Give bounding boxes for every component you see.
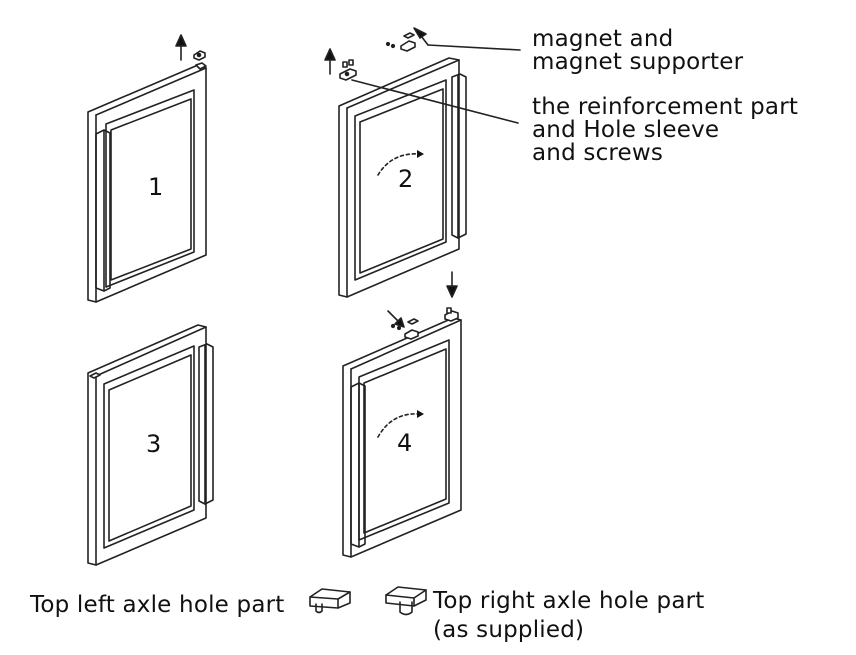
door-number-2: 2 bbox=[398, 165, 414, 193]
door-2-frame bbox=[338, 57, 460, 298]
door-1-handle bbox=[95, 129, 111, 292]
up-arrow-icon bbox=[175, 34, 187, 61]
hinge-pin-icon bbox=[444, 307, 459, 322]
door-4-glass-inner bbox=[363, 348, 447, 534]
magnet-label-line1: magnet and bbox=[532, 26, 674, 52]
legend-top-right-line1: Top right axle hole part bbox=[433, 588, 705, 614]
door-number-4: 4 bbox=[397, 429, 413, 457]
magnet-label-line2: magnet supporter bbox=[532, 49, 744, 75]
top-right-axle-hole-icon bbox=[385, 586, 427, 616]
magnet-icon bbox=[387, 310, 419, 340]
top-left-axle-hole-icon bbox=[309, 588, 351, 614]
door-1-glass-inner bbox=[110, 98, 192, 281]
reinforcement-label-line3: and screws bbox=[532, 140, 664, 166]
door-2-handle bbox=[451, 73, 467, 239]
door-2 bbox=[338, 57, 467, 298]
door-number-3: 3 bbox=[146, 430, 162, 458]
reinforcement-label-line1: the reinforcement part bbox=[532, 94, 799, 120]
down-arrow-icon bbox=[446, 271, 458, 298]
door-1-glass-outer bbox=[105, 89, 195, 288]
door-1-hinge bbox=[195, 62, 207, 70]
door-4-handle bbox=[350, 382, 366, 548]
legend-top-right-line2: (as supplied) bbox=[433, 617, 585, 643]
swing-arrow-2 bbox=[377, 153, 421, 176]
reinforcement-part-icon bbox=[339, 59, 357, 81]
door-3-handle bbox=[198, 343, 214, 505]
door-3-glass-outer bbox=[103, 345, 195, 549]
door-1 bbox=[87, 62, 207, 303]
reinforcement-leader-line bbox=[351, 79, 519, 124]
magnet-icon bbox=[385, 27, 429, 52]
swing-arrow-4 bbox=[377, 413, 421, 438]
door-4 bbox=[342, 317, 462, 558]
door-2-glass-outer bbox=[354, 79, 447, 281]
door-3-glass-inner bbox=[108, 354, 192, 542]
magnet-leader-line bbox=[427, 44, 521, 51]
hinge-pin-icon bbox=[193, 50, 206, 61]
legend-top-left: Top left axle hole part bbox=[30, 592, 285, 618]
up-arrow-icon bbox=[324, 48, 336, 75]
reinforcement-label-line2: and Hole sleeve bbox=[532, 117, 720, 143]
door-3-frame bbox=[87, 324, 207, 566]
door-number-1: 1 bbox=[148, 173, 164, 201]
door-3 bbox=[87, 324, 214, 566]
door-2-glass-inner bbox=[359, 88, 444, 274]
